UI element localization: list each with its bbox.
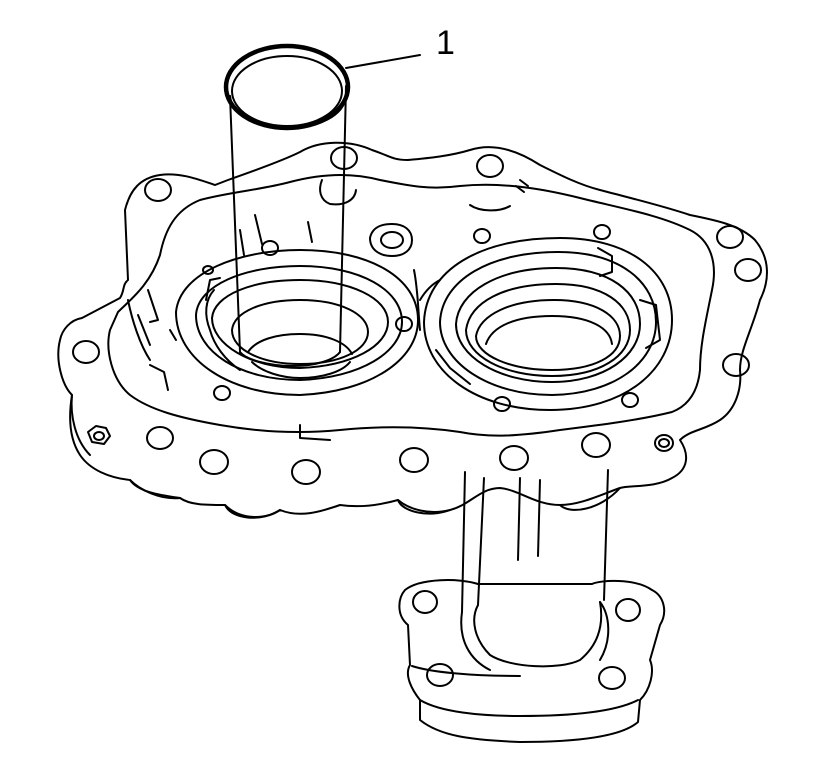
left-bearing-bore <box>127 214 419 401</box>
housing-flange <box>57 141 768 519</box>
center-boss <box>369 223 441 331</box>
callout-number-1: 1 <box>436 24 455 62</box>
callout-leader-line <box>345 54 421 69</box>
tail-extension <box>398 469 666 743</box>
seal-installer-tool <box>229 85 347 367</box>
right-bearing-bore <box>423 224 673 412</box>
seal <box>223 43 351 131</box>
